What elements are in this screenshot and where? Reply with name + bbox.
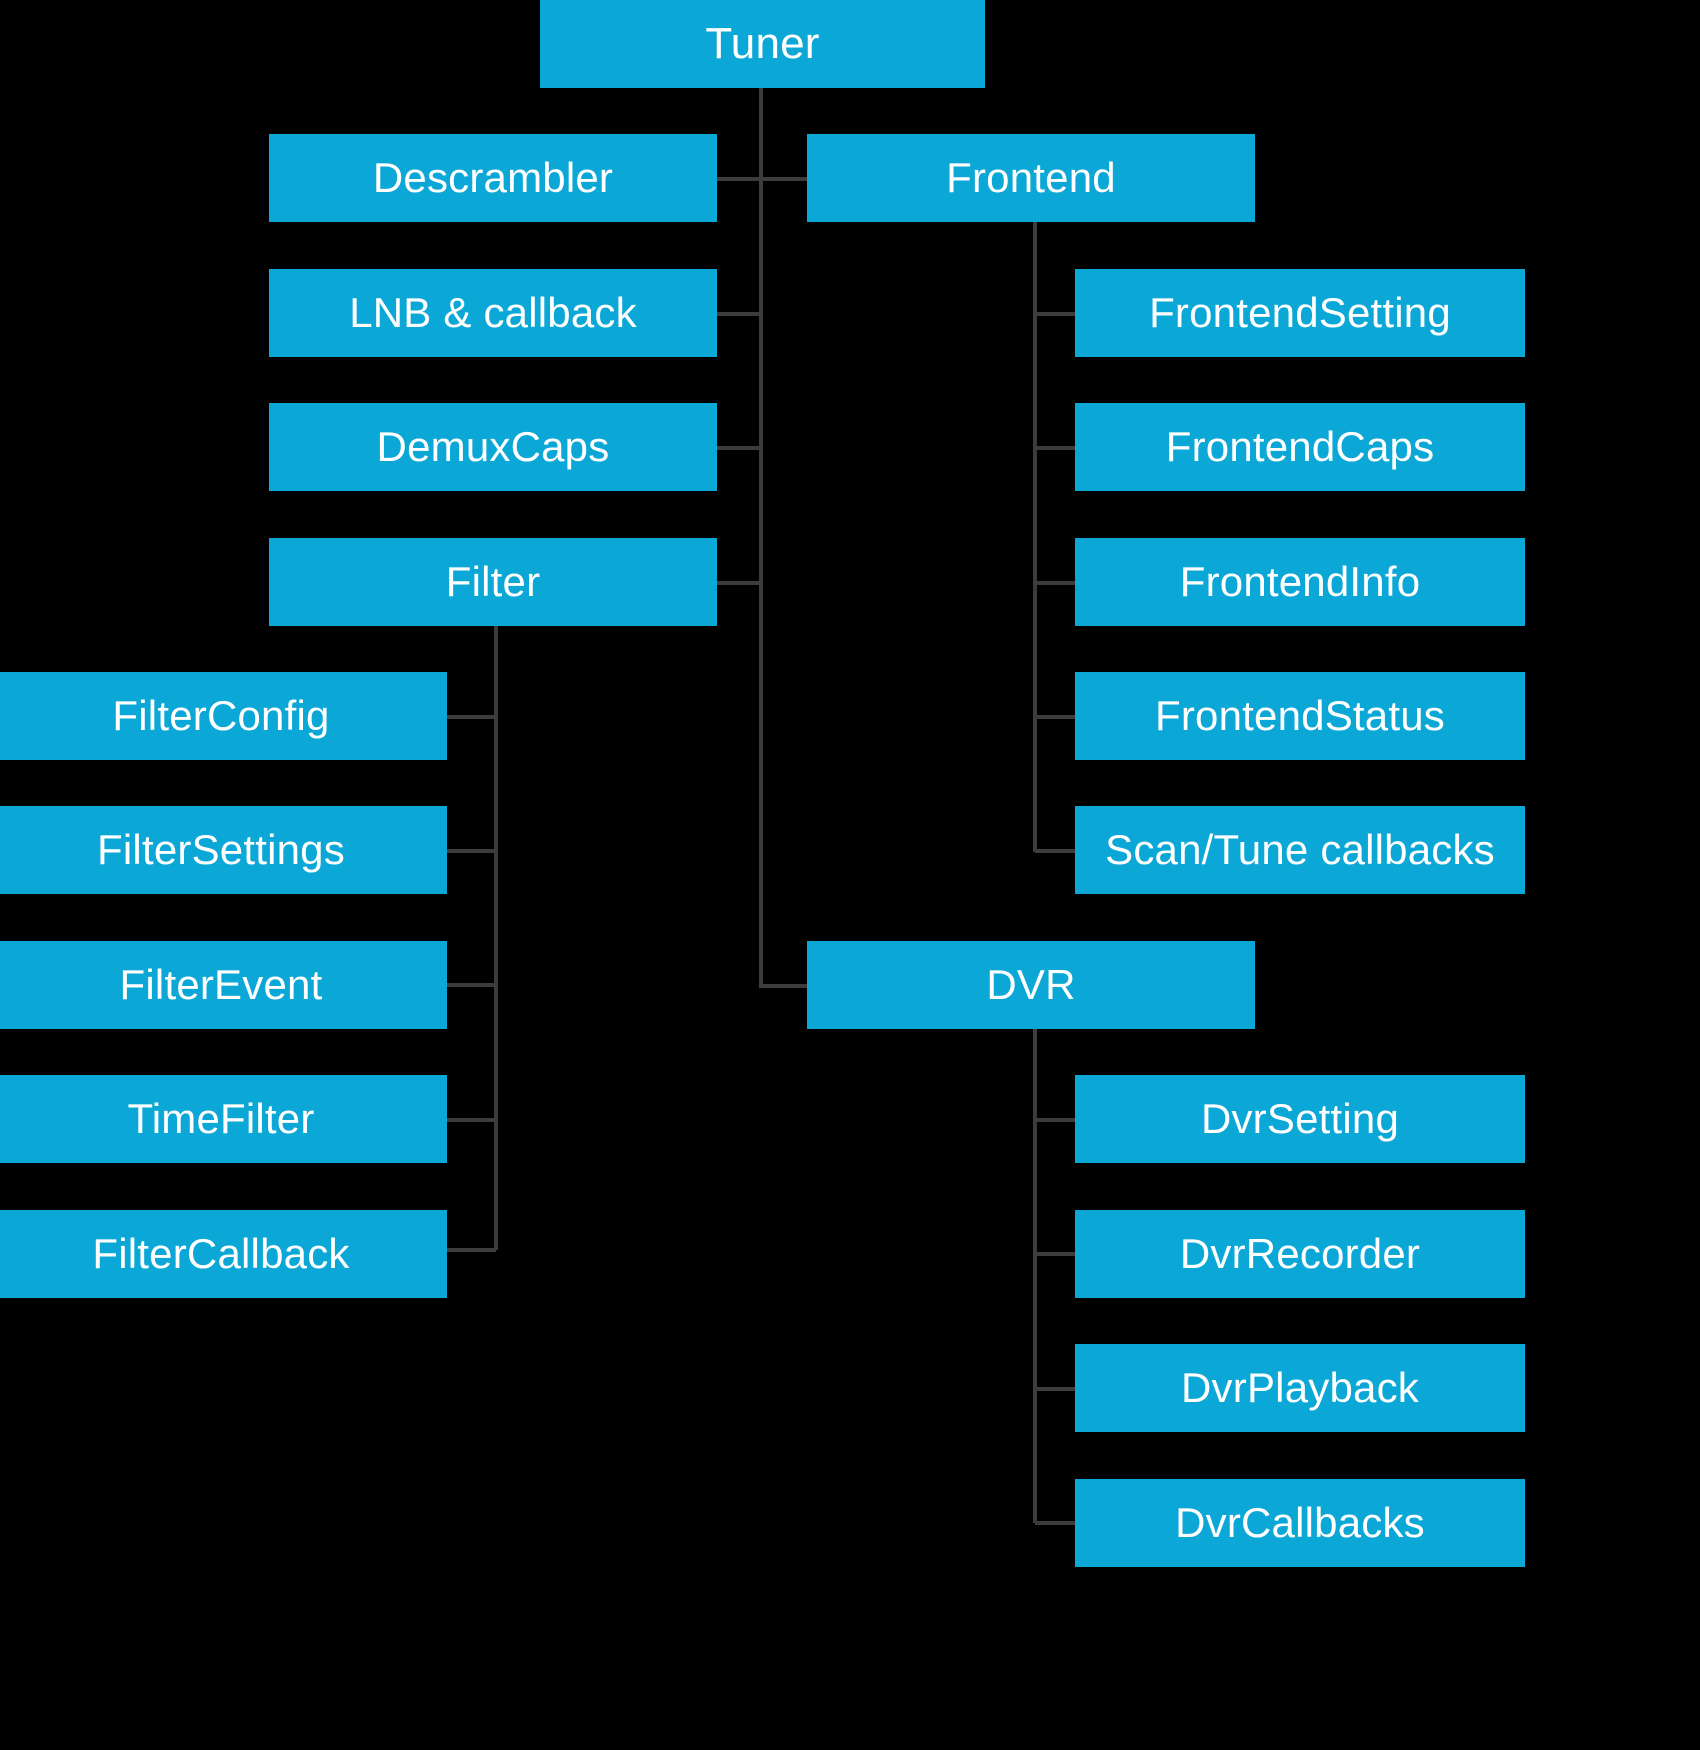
connector-frontend-frontendstatus xyxy=(1035,715,1077,719)
connector-tuner-descrambler xyxy=(717,177,761,181)
node-timefilter[interactable]: TimeFilter xyxy=(0,1075,447,1163)
connector-dvr-trunk xyxy=(1033,1023,1037,1523)
node-lnb-callback[interactable]: LNB & callback xyxy=(269,269,717,357)
node-dvrplayback[interactable]: DvrPlayback xyxy=(1075,1344,1525,1432)
node-descrambler[interactable]: Descrambler xyxy=(269,134,717,222)
connector-tuner-lnb xyxy=(717,312,761,316)
node-dvr[interactable]: DVR xyxy=(807,941,1255,1029)
node-frontendsetting[interactable]: FrontendSetting xyxy=(1075,269,1525,357)
connector-filter-filterevent xyxy=(447,983,496,987)
node-frontendstatus[interactable]: FrontendStatus xyxy=(1075,672,1525,760)
node-frontendcaps[interactable]: FrontendCaps xyxy=(1075,403,1525,491)
node-filtercallback[interactable]: FilterCallback xyxy=(0,1210,447,1298)
connector-filter-timefilter xyxy=(447,1118,496,1122)
node-filtersettings[interactable]: FilterSettings xyxy=(0,806,447,894)
connector-frontend-trunk xyxy=(1033,216,1037,852)
node-dvrrecorder[interactable]: DvrRecorder xyxy=(1075,1210,1525,1298)
connector-filter-filterconfig xyxy=(447,715,496,719)
connector-tuner-frontend xyxy=(761,177,807,181)
connector-filter-filtercallback xyxy=(447,1248,496,1252)
node-frontendinfo[interactable]: FrontendInfo xyxy=(1075,538,1525,626)
connector-filter-filtersettings xyxy=(447,849,496,853)
node-demuxcaps[interactable]: DemuxCaps xyxy=(269,403,717,491)
node-dvrsetting[interactable]: DvrSetting xyxy=(1075,1075,1525,1163)
connector-dvr-dvrcallbacks xyxy=(1035,1521,1077,1525)
connector-frontend-frontendcaps xyxy=(1035,446,1077,450)
node-filterconfig[interactable]: FilterConfig xyxy=(0,672,447,760)
connector-frontend-frontendinfo xyxy=(1035,581,1077,585)
node-frontend[interactable]: Frontend xyxy=(807,134,1255,222)
connector-frontend-scantune xyxy=(1035,849,1077,853)
node-filter[interactable]: Filter xyxy=(269,538,717,626)
node-filterevent[interactable]: FilterEvent xyxy=(0,941,447,1029)
connector-frontend-frontendsetting xyxy=(1035,312,1077,316)
connector-tuner-demuxcaps xyxy=(717,446,761,450)
connector-tuner-filter xyxy=(717,581,761,585)
connector-dvr-dvrplayback xyxy=(1035,1387,1077,1391)
connector-dvr-dvrsetting xyxy=(1035,1118,1077,1122)
node-dvrcallbacks[interactable]: DvrCallbacks xyxy=(1075,1479,1525,1567)
connector-tuner-trunk xyxy=(759,88,763,988)
node-tuner[interactable]: Tuner xyxy=(540,0,985,88)
connector-tuner-dvr xyxy=(761,984,807,988)
connector-dvr-dvrrecorder xyxy=(1035,1252,1077,1256)
node-scan-tune-callbacks[interactable]: Scan/Tune callbacks xyxy=(1075,806,1525,894)
connector-filter-trunk xyxy=(494,620,498,1250)
